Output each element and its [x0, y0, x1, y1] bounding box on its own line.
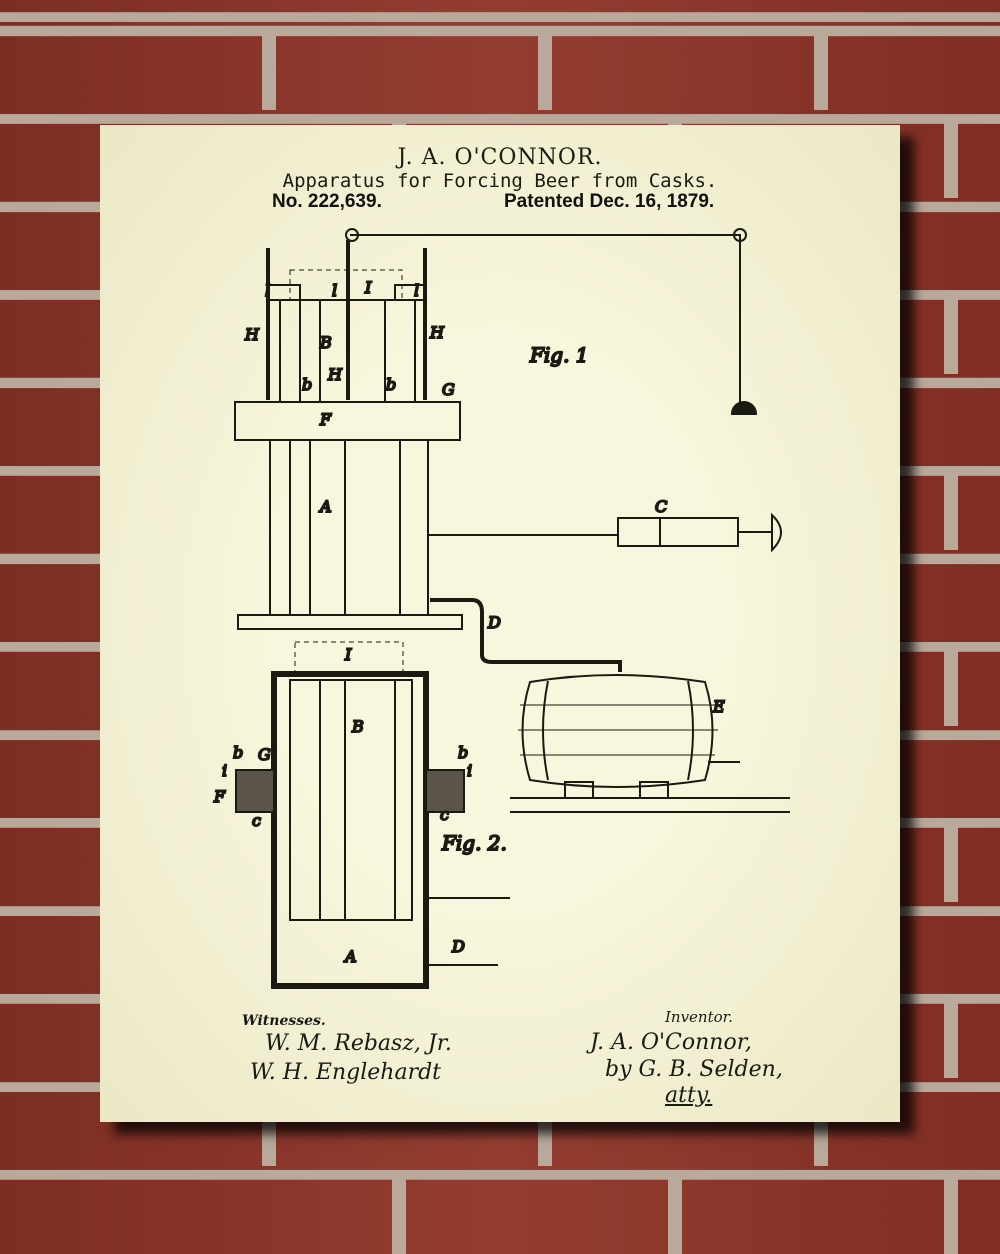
inventor-signature: J. A. O'Connor, [590, 1030, 752, 1055]
label-c: c [252, 811, 261, 830]
label-I: I [344, 645, 352, 664]
label-l: l [414, 281, 419, 300]
brick-row [0, 32, 1000, 110]
label-B: B [319, 333, 332, 352]
label-A: A [318, 497, 332, 516]
fig1-apparatus [234, 228, 782, 672]
brick-row [0, 1176, 1000, 1254]
attorney-signature: by G. B. Selden, [605, 1057, 783, 1082]
label-D: D [451, 937, 465, 956]
witness-signature-2: W. H. Englehardt [250, 1060, 442, 1085]
witnesses-label: Witnesses. [242, 1013, 326, 1029]
patent-date: Patented Dec. 16, 1879. [504, 191, 715, 212]
label-G: G [442, 380, 455, 399]
label-i: i [467, 761, 472, 780]
label-i: i [222, 761, 227, 780]
label-c: c [440, 805, 449, 824]
label-b: b [386, 375, 396, 394]
inventor-heading: J. A. O'CONNOR. [397, 145, 603, 170]
label-l: l [265, 281, 270, 300]
inventor-label: Inventor. [665, 1008, 733, 1026]
label-H: H [429, 323, 445, 342]
fig1-caption: Fig. 1 [529, 343, 589, 367]
label-H: H [244, 325, 260, 344]
attorney-abbrev: atty. [665, 1083, 713, 1108]
label-I: I [364, 278, 372, 297]
patent-number: No. 222,639. [272, 191, 382, 212]
patent-drawing: H H B H I l l l b b G F A C D E I B A D … [212, 228, 790, 989]
label-F: F [213, 787, 226, 806]
label-B: B [351, 717, 364, 736]
barrel [510, 674, 790, 813]
drawing-labels: H H B H I l l l b b G F A C D E I B A D … [212, 277, 726, 967]
label-C: C [655, 497, 667, 516]
label-l: l [332, 281, 337, 300]
label-F: F [319, 410, 332, 429]
label-b: b [233, 743, 243, 762]
label-A: A [343, 947, 357, 966]
label-b: b [302, 375, 312, 394]
label-H: H [327, 365, 343, 384]
fig2-caption: Fig. 2. [441, 831, 507, 855]
label-G: G [258, 745, 271, 764]
label-b: b [458, 743, 468, 762]
fig2-section [235, 641, 510, 989]
label-D: D [487, 613, 501, 632]
patent-poster: J. A. O'CONNOR. Apparatus for Forcing Be… [100, 125, 900, 1122]
label-E: E [712, 697, 725, 716]
witness-signature-1: W. M. Rebasz, Jr. [265, 1031, 452, 1056]
patent-title: Apparatus for Forcing Beer from Casks. [282, 170, 718, 192]
